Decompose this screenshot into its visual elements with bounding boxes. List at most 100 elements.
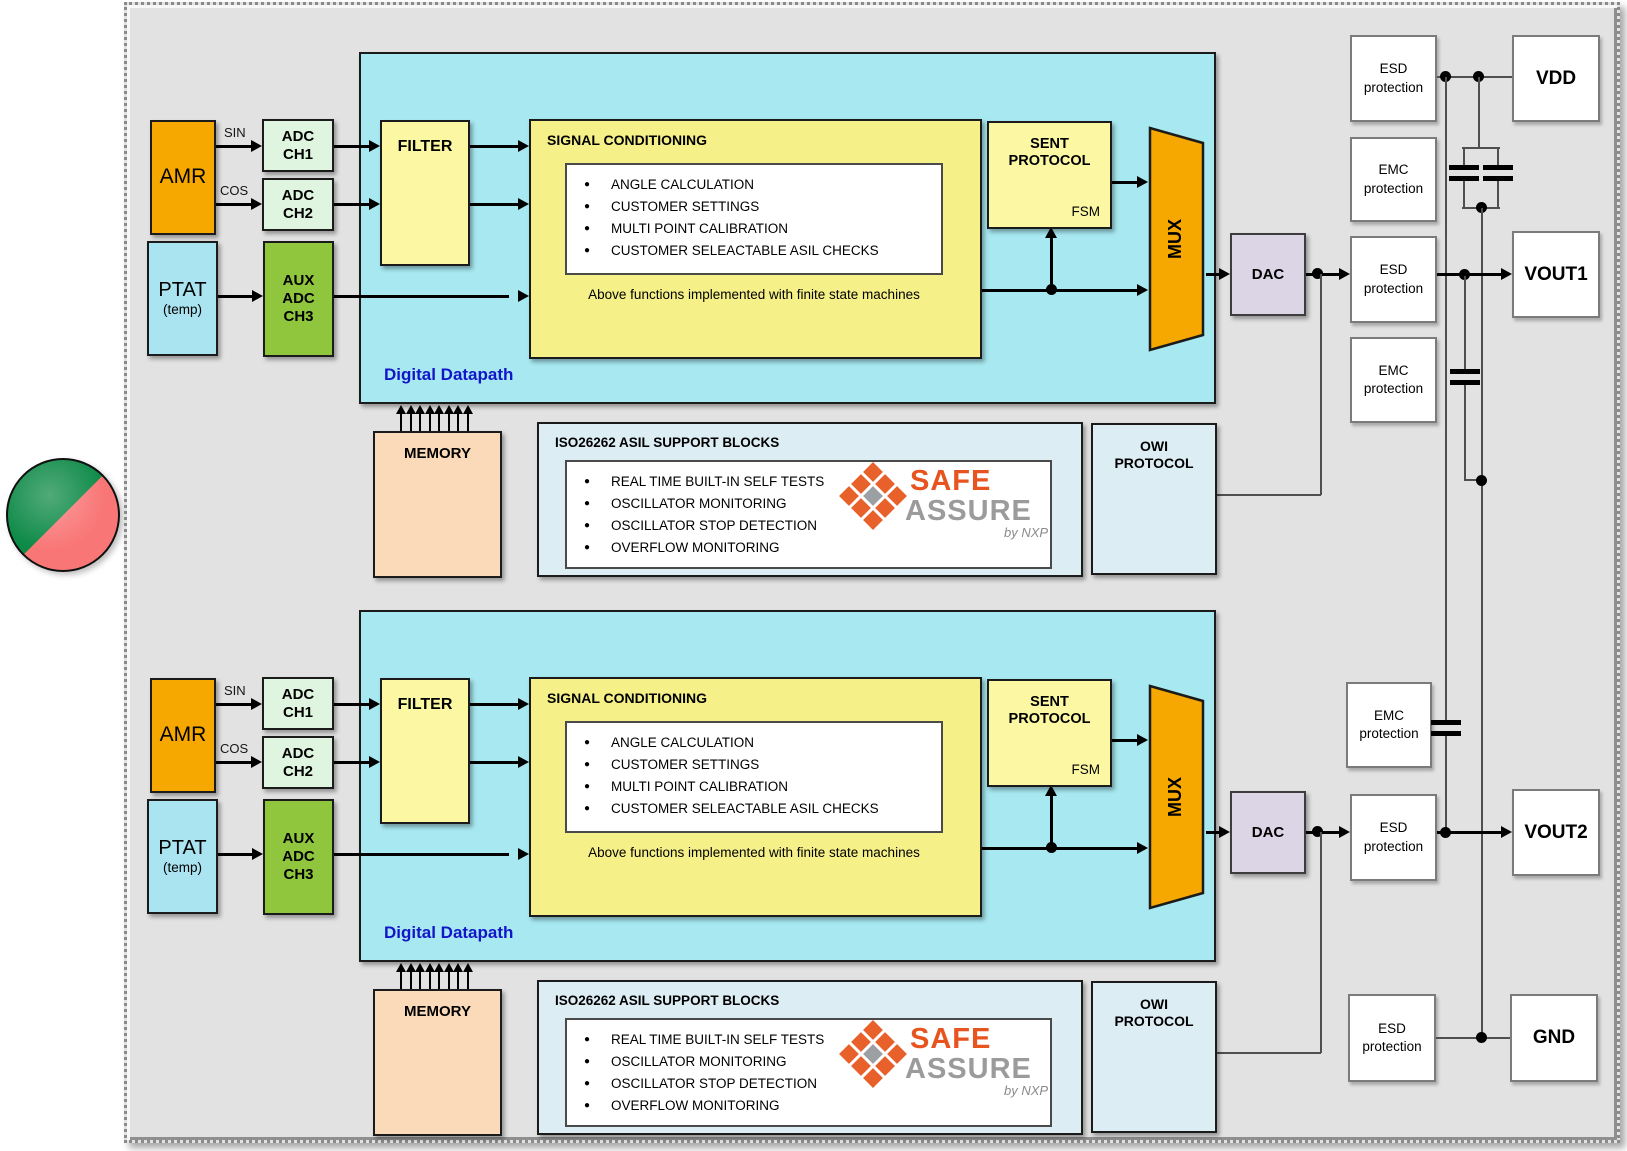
safeassure-word1: SAFE	[910, 465, 992, 497]
arrow-icon	[369, 756, 380, 768]
vdd-pin: VDD	[1512, 35, 1600, 122]
wire	[1463, 149, 1465, 167]
signal-conditioning-title: SIGNAL CONDITIONING	[547, 690, 707, 706]
wire	[1497, 181, 1499, 208]
iso-list: REAL TIME BUILT-IN SELF TESTS OSCILLATOR…	[565, 460, 1052, 569]
wire	[1464, 385, 1466, 480]
junction-dot	[1312, 268, 1323, 279]
wire	[1437, 273, 1501, 276]
wire	[1112, 739, 1139, 742]
amr-sensor-block: AMR	[150, 120, 216, 235]
cos-label: COS	[220, 183, 249, 198]
junction-dot	[1440, 71, 1451, 82]
list-item: OSCILLATOR MONITORING	[567, 1051, 1050, 1073]
arrow-icon	[1045, 785, 1057, 796]
wire	[470, 703, 518, 706]
list-item: ANGLE CALCULATION	[567, 732, 941, 754]
owi-wire	[1217, 1052, 1321, 1054]
safeassure-byline: by NXP	[1004, 1083, 1049, 1098]
arrow-icon	[252, 290, 263, 302]
owi-wire	[1320, 274, 1322, 495]
wire	[1050, 794, 1053, 848]
wire	[1464, 274, 1466, 369]
wire	[1206, 273, 1222, 276]
digital-datapath-label: Digital Datapath	[384, 923, 514, 942]
capacitor-symbol	[1483, 165, 1513, 170]
list-item: REAL TIME BUILT-IN SELF TESTS	[567, 471, 1050, 493]
wire	[216, 761, 254, 764]
arrow-icon	[1137, 176, 1148, 188]
wire	[1206, 831, 1222, 834]
sin-label: SIN	[224, 125, 246, 140]
ptat-sensor-block: PTAT(temp)	[147, 241, 218, 356]
arrow-icon	[1137, 842, 1148, 854]
arrow-icon	[1219, 826, 1230, 838]
arrow-icon	[1501, 268, 1512, 280]
digital-datapath-label: Digital Datapath	[384, 365, 514, 384]
capacitor-symbol	[1431, 720, 1461, 725]
safeassure-byline: by NXP	[1004, 525, 1049, 540]
signal-conditioning-list: ANGLE CALCULATION CUSTOMER SETTINGS MULT…	[565, 163, 943, 275]
owi-wire	[1217, 494, 1321, 496]
list-item: CUSTOMER SELEACTABLE ASIL CHECKS	[567, 798, 941, 820]
arrow-icon	[1339, 268, 1350, 280]
list-item: OVERFLOW MONITORING	[567, 537, 1050, 559]
wire	[218, 853, 254, 856]
vout1-pin: VOUT1	[1512, 231, 1600, 318]
wire	[334, 203, 370, 206]
list-item: OSCILLATOR STOP DETECTION	[567, 515, 1050, 537]
list-item: REAL TIME BUILT-IN SELF TESTS	[567, 1029, 1050, 1051]
signal-conditioning-block: SIGNAL CONDITIONING ANGLE CALCULATION CU…	[529, 677, 982, 917]
svg-text:MUX: MUX	[1165, 219, 1185, 259]
arrow-icon	[1137, 734, 1148, 746]
signal-conditioning-note: Above functions implemented with finite …	[588, 845, 920, 860]
wire	[216, 203, 254, 206]
gnd-pin: GND	[1510, 994, 1598, 1082]
iso-title: ISO26262 ASIL SUPPORT BLOCKS	[555, 993, 780, 1008]
wire	[1462, 147, 1500, 149]
ptat-sensor-block: PTAT(temp)	[147, 799, 218, 914]
dac-block: DAC	[1230, 233, 1306, 316]
arrow-icon	[518, 698, 529, 710]
wire	[1478, 77, 1480, 149]
mux-block: MUX	[1148, 126, 1205, 352]
arrow-icon	[369, 140, 380, 152]
arrow-icon	[252, 848, 263, 860]
signal-conditioning-list: ANGLE CALCULATION CUSTOMER SETTINGS MULT…	[565, 721, 943, 833]
wire	[216, 145, 254, 148]
capacitor-symbol	[1431, 731, 1461, 736]
owi-wire	[1320, 832, 1322, 1053]
filter-block: FILTER	[380, 120, 470, 266]
list-item: CUSTOMER SETTINGS	[567, 754, 941, 776]
sin-label: SIN	[224, 683, 246, 698]
list-item: CUSTOMER SETTINGS	[567, 196, 941, 218]
list-item: ANGLE CALCULATION	[567, 174, 941, 196]
memory-bus-arrows	[396, 405, 473, 431]
arrow-icon	[1501, 826, 1512, 838]
junction-dot	[1476, 202, 1487, 213]
wire	[1306, 273, 1342, 276]
arrow-icon	[518, 756, 529, 768]
arrow-icon	[1137, 284, 1148, 296]
capacitor-symbol	[1483, 176, 1513, 181]
capacitor-symbol	[1450, 380, 1480, 385]
list-item: OVERFLOW MONITORING	[567, 1095, 1050, 1117]
wire	[334, 145, 370, 148]
cos-label: COS	[220, 741, 249, 756]
fsm-label: FSM	[1071, 762, 1101, 778]
wire	[334, 853, 509, 856]
